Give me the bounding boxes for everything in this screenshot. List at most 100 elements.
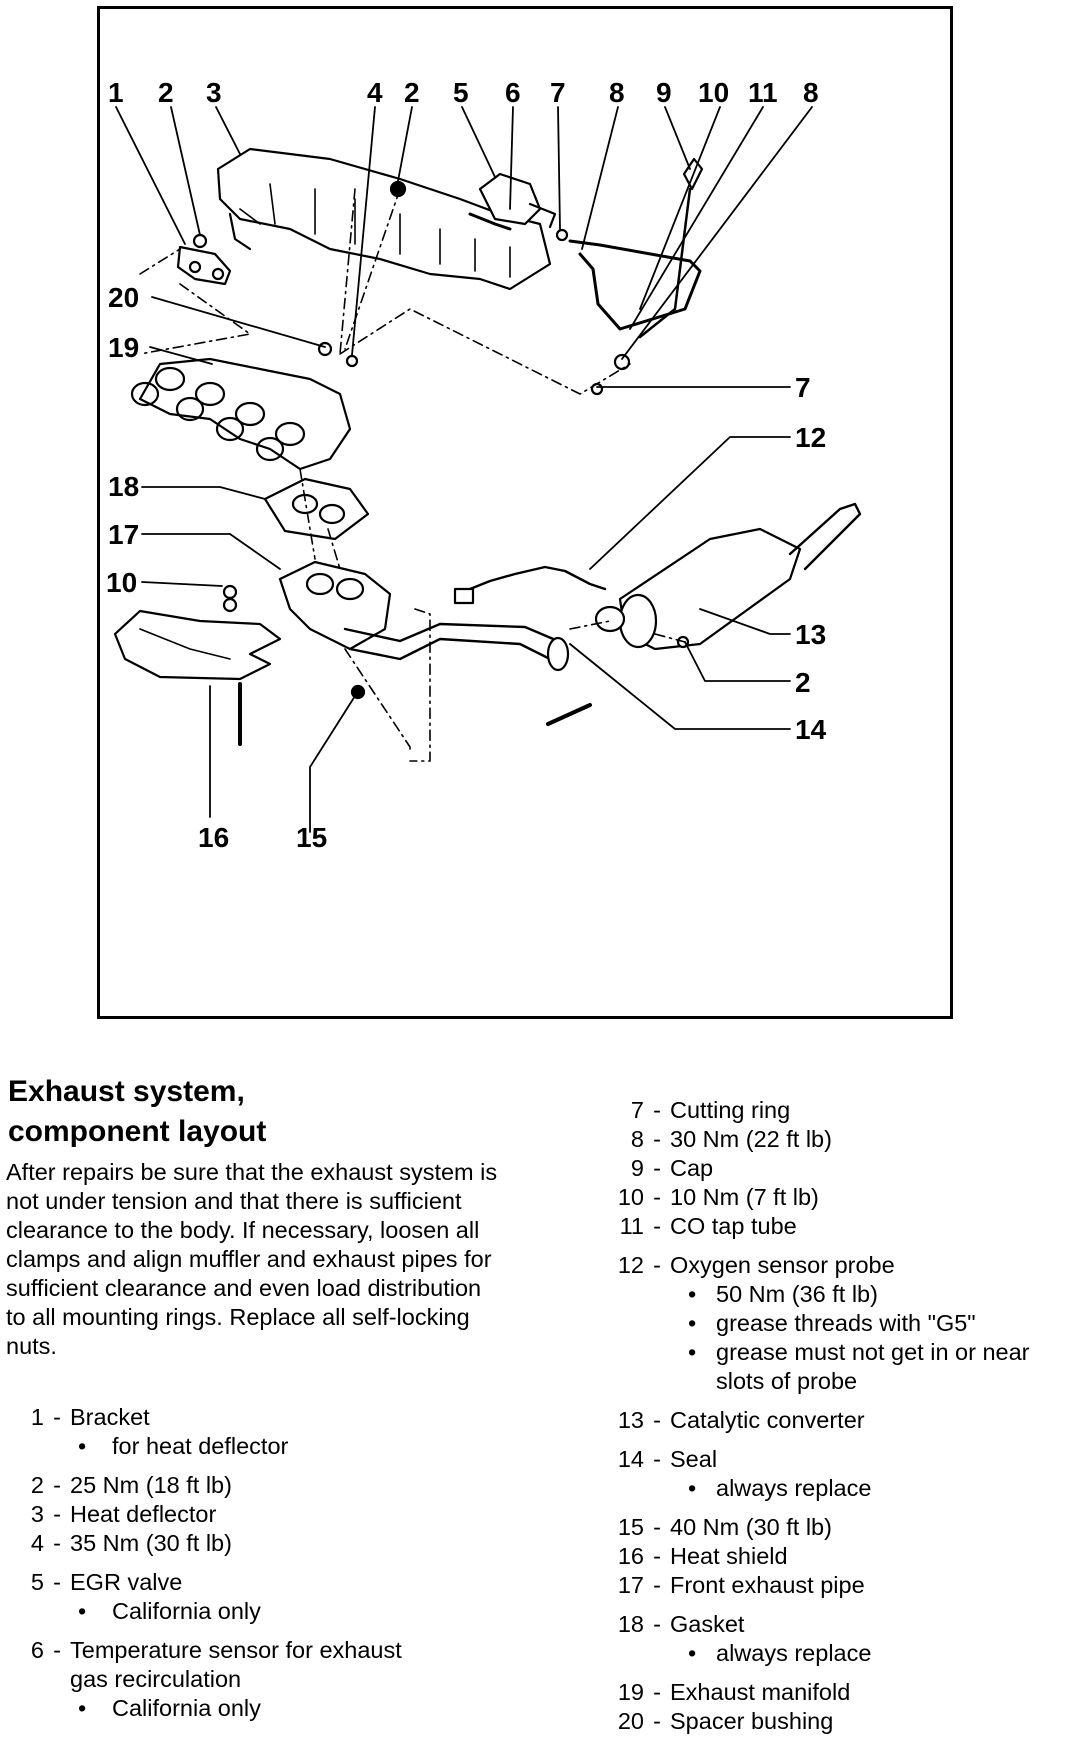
legend-item-number: 11: [619, 1213, 644, 1239]
legend-item: 3-Heat deflector: [0, 1500, 480, 1529]
legend-sub-item: for heat deflector: [0, 1432, 480, 1461]
legend-item-number: 6: [30, 1637, 44, 1663]
section-title-line-2: component layout: [8, 1115, 267, 1148]
legend-item-label: Exhaust manifold: [670, 1679, 851, 1705]
legend-item-number: 1: [30, 1404, 44, 1430]
legend-item-number: 18: [617, 1611, 644, 1637]
callout-1: 1: [108, 77, 124, 108]
callout-4: 4: [367, 77, 383, 108]
legend-sub-item: always replace: [600, 1639, 1070, 1668]
callout-7: 7: [550, 77, 566, 108]
legend-item-number: 16: [617, 1543, 644, 1569]
legend-item-number: 9: [630, 1155, 644, 1181]
section-title-line-1: Exhaust system,: [8, 1075, 245, 1108]
legend-item-number: 2: [30, 1472, 44, 1498]
heat-deflector-part: [216, 147, 552, 291]
legend-item: 15-40 Nm (30 ft lb): [600, 1513, 1070, 1542]
legend-item: 20-Spacer bushing: [600, 1707, 1070, 1736]
callout-5: 5: [453, 77, 469, 108]
callout-17: 17: [108, 519, 140, 550]
legend-item-label: 25 Nm (18 ft lb): [70, 1472, 232, 1498]
legend-sub-item: 50 Nm (36 ft lb): [600, 1280, 1070, 1309]
legend-item-label: Front exhaust pipe: [670, 1572, 865, 1598]
legend-gap: [600, 1600, 1070, 1610]
legend-item-number: 3: [30, 1501, 44, 1527]
legend-item-label: Seal: [670, 1446, 718, 1472]
legend-item-label: Heat shield: [670, 1543, 788, 1569]
legend-dash: -: [653, 1097, 661, 1123]
nut-4: [345, 354, 359, 368]
legend-item: 9-Cap: [600, 1154, 1070, 1183]
intro-paragraph: After repairs be sure that the exhaust s…: [6, 1159, 498, 1359]
leader-lines: [115, 106, 813, 833]
callout-6: 6: [505, 77, 521, 108]
legend-item-number: 5: [30, 1569, 44, 1595]
front-exhaust-pipe-part: [278, 560, 570, 672]
bracket-part: [176, 245, 232, 286]
assembly-lines: [139, 188, 686, 762]
legend-item-label: CO tap tube: [670, 1213, 797, 1239]
legend-item-number: 4: [30, 1530, 44, 1556]
gasket-part: [263, 477, 370, 541]
callout-7b: 7: [795, 372, 811, 403]
legend-sub-item: always replace: [600, 1474, 1070, 1503]
nut-2-left: [192, 233, 208, 249]
legend-dash: -: [653, 1213, 661, 1239]
legend-item-label: 30 Nm (22 ft lb): [670, 1126, 832, 1152]
legend-item-label: Oxygen sensor probe: [670, 1252, 895, 1278]
legend-dash: -: [653, 1572, 661, 1598]
heat-shield-part: [113, 584, 282, 746]
legend-item-label: Temperature sensor for exhaust: [70, 1637, 402, 1663]
bolt-part: [546, 703, 592, 726]
legend-item-number: 8: [630, 1126, 644, 1152]
callout-3: 3: [206, 77, 222, 108]
legend-item-label: Catalytic converter: [670, 1407, 865, 1433]
legend-dash: -: [653, 1252, 661, 1278]
legend-item: 17-Front exhaust pipe: [600, 1571, 1070, 1600]
callout-18: 18: [108, 471, 140, 502]
legend-item: 19-Exhaust manifold: [600, 1678, 1070, 1707]
legend-dash: -: [53, 1637, 61, 1663]
legend-item-label: Spacer bushing: [670, 1708, 834, 1734]
legend-item-number: 17: [617, 1572, 644, 1598]
legend-item-label: EGR valve: [70, 1569, 183, 1595]
co-tap-tube-part: [555, 157, 704, 396]
legend-gap: [600, 1435, 1070, 1445]
legend-item: 12-Oxygen sensor probe: [600, 1251, 1070, 1280]
legend-dash: -: [653, 1708, 661, 1734]
legend-item: 14-Seal: [600, 1445, 1070, 1474]
legend-item: 18-Gasket: [600, 1610, 1070, 1639]
legend-dash: -: [653, 1611, 661, 1637]
callout-20: 20: [108, 282, 140, 313]
legend-dash: -: [653, 1446, 661, 1472]
legend-item: 6-Temperature sensor for exhaust: [0, 1636, 480, 1665]
legend-item-number: 7: [630, 1097, 644, 1123]
legend-item-label-cont: gas recirculation: [70, 1666, 242, 1692]
callout-10b: 10: [106, 567, 138, 598]
legend-item-number: 12: [617, 1252, 644, 1278]
exhaust-manifold-part: [130, 341, 352, 471]
callout-14: 14: [795, 714, 827, 745]
callout-13: 13: [795, 619, 827, 650]
legend-item: 5-EGR valve: [0, 1568, 480, 1597]
legend-dash: -: [653, 1407, 661, 1433]
legend-item-number: 13: [617, 1407, 644, 1433]
callout-16: 16: [198, 822, 230, 853]
legend-dash: -: [53, 1472, 61, 1498]
legend-dash: -: [53, 1569, 61, 1595]
legend-sub-item: grease must not get in or near slots of …: [600, 1338, 1070, 1396]
callout-2b: 2: [404, 77, 420, 108]
callout-10: 10: [698, 77, 730, 108]
oxygen-sensor-part: [453, 565, 607, 605]
legend-dash: -: [653, 1679, 661, 1705]
callout-15: 15: [296, 822, 328, 853]
legend-item: 4-35 Nm (30 ft lb): [0, 1529, 480, 1558]
legend-sub-item: California only: [0, 1597, 480, 1626]
callout-11: 11: [748, 77, 778, 108]
legend-sub-item: grease threads with "G5": [600, 1309, 1070, 1338]
callout-12: 12: [795, 422, 827, 453]
exhaust-drawing: [113, 106, 862, 833]
legend-dash: -: [653, 1543, 661, 1569]
